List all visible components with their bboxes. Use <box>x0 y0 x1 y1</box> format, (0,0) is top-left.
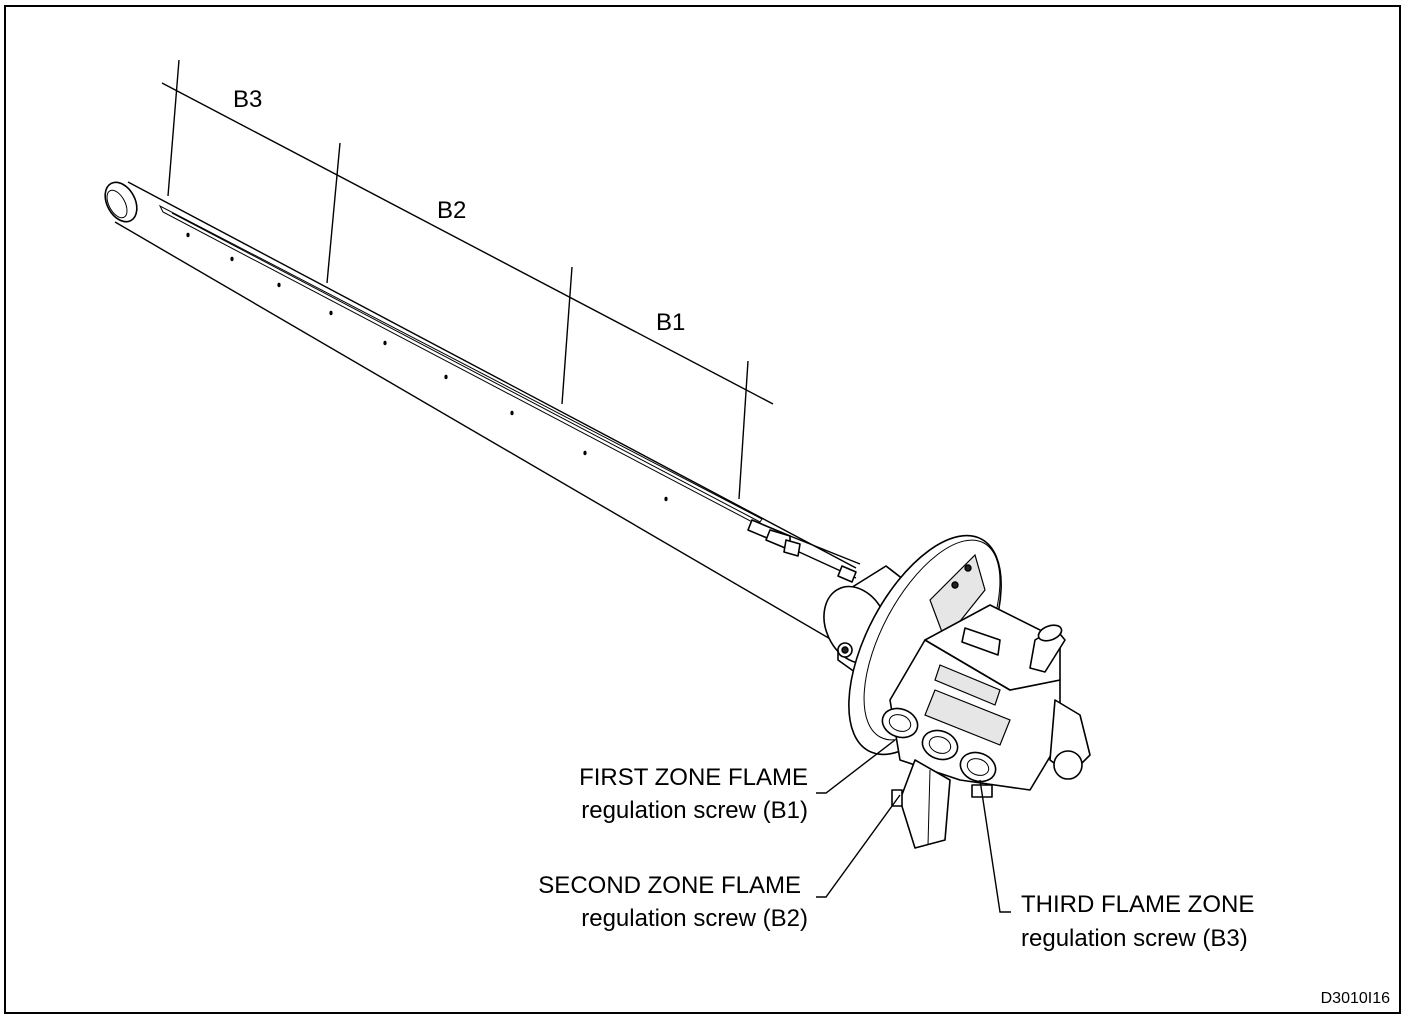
block-groove <box>924 689 1011 746</box>
callout-leaders <box>816 739 1011 913</box>
zone-label-b1: B1 <box>656 309 685 336</box>
hole <box>444 374 448 380</box>
callout-first-line2: regulation screw (B1) <box>581 797 808 824</box>
hole <box>329 310 333 316</box>
extension-line-b1 <box>738 360 749 500</box>
tube-end-cap <box>104 181 138 223</box>
flange-bolt <box>951 581 959 589</box>
extension-line-b2-b1 <box>561 266 573 405</box>
hole <box>583 450 587 456</box>
leader-second-zone <box>816 794 901 898</box>
callout-second-line2: regulation screw (B2) <box>581 905 808 932</box>
hole <box>277 282 281 288</box>
hole <box>186 232 190 238</box>
flange-bolt <box>964 564 972 572</box>
tube-bottom-edge <box>114 221 833 641</box>
top-fitting <box>961 627 1001 656</box>
drawing-code: D3010I16 <box>1321 990 1390 1007</box>
flange-plate <box>929 553 986 642</box>
rod-collar <box>837 565 857 583</box>
top-nozzle-cap <box>1037 624 1063 642</box>
callout-third-line2: regulation screw (B3) <box>1021 925 1248 952</box>
regulation-port-b3 <box>959 751 997 783</box>
tube-holes <box>186 232 668 502</box>
zone-label-b2: B2 <box>437 197 466 224</box>
tube-top-edge <box>127 181 857 569</box>
hole <box>230 256 234 262</box>
regulation-port-b2 <box>921 729 959 761</box>
extension-line-b3 <box>167 59 180 197</box>
hole <box>510 410 514 416</box>
lance-tube <box>104 181 857 641</box>
regulation-port-b3-inner <box>966 758 990 776</box>
callout-first-line1: FIRST ZONE FLAME <box>579 764 808 791</box>
callout-third-line1: THIRD FLAME ZONE <box>1021 891 1254 918</box>
hole <box>383 340 387 346</box>
lower-cylinder-edge <box>927 769 931 846</box>
regulator-block <box>881 604 1091 849</box>
leader-third-zone <box>979 779 1011 913</box>
zone-dimension-lines <box>161 59 774 500</box>
drawing-frame <box>4 5 1401 1014</box>
zone-label-b3: B3 <box>233 86 262 113</box>
regulation-port-b1 <box>881 707 919 739</box>
dimension-line <box>161 82 774 405</box>
tube-slot-inner <box>171 212 761 523</box>
collar-screw-head <box>841 646 849 654</box>
electrode-rod <box>747 519 861 583</box>
tube-end-cap-inner <box>106 189 128 219</box>
hole <box>664 496 668 502</box>
rod-nut <box>783 539 801 557</box>
regulation-port-b2-inner <box>928 736 952 754</box>
regulation-port-b1-inner <box>888 714 912 732</box>
callout-second-line1: SECOND ZONE FLAME <box>538 872 801 899</box>
side-fitting-nut <box>1053 750 1083 780</box>
block-groove-upper <box>934 664 1001 706</box>
rod-top <box>789 535 861 565</box>
leader-first-zone <box>816 739 896 794</box>
extension-line-b3-b2 <box>326 142 341 284</box>
